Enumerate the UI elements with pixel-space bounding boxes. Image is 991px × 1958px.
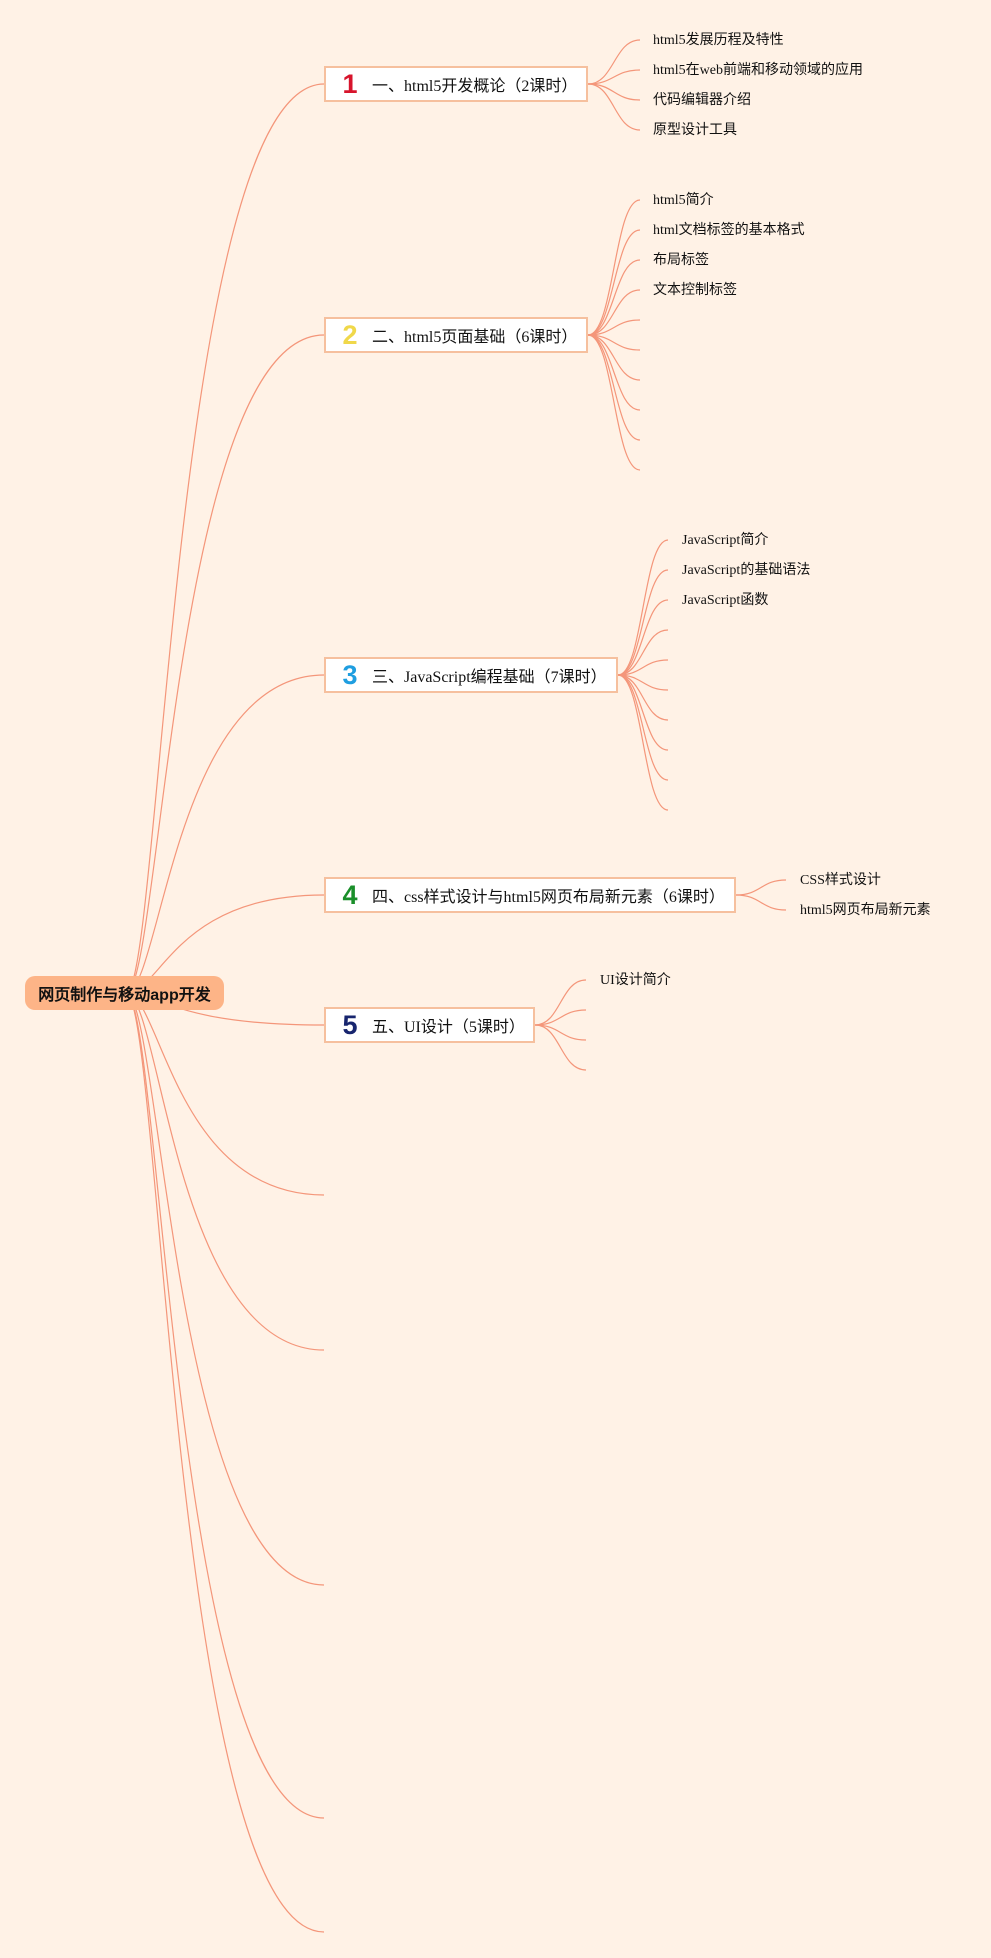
- link-root-empty-4: [125, 992, 325, 1819]
- leaf-5-1[interactable]: UI设计简介: [600, 973, 671, 988]
- topic-4[interactable]: 4 四、css样式设计与html5网页布局新元素（6课时）: [324, 877, 736, 913]
- link-topic-3-branch-10: [617, 674, 669, 811]
- leaf-3-2[interactable]: JavaScript的基础语法: [682, 563, 811, 578]
- link-topic-2-branch-4: [587, 289, 641, 336]
- leaf-2-1[interactable]: html5简介: [653, 193, 714, 208]
- topic-3-label: 三、JavaScript编程基础（7课时）: [372, 669, 607, 686]
- leaf-2-3[interactable]: 布局标签: [653, 253, 709, 268]
- link-topic-3-branch-7: [617, 674, 669, 721]
- link-topic-2-branch-5: [587, 319, 641, 336]
- topic-4-label: 四、css样式设计与html5网页布局新元素（6课时）: [372, 889, 725, 906]
- leaf-1-4[interactable]: 原型设计工具: [653, 123, 737, 138]
- leaf-2-4[interactable]: 文本控制标签: [653, 283, 737, 298]
- link-topic-5-branch-4: [534, 1024, 587, 1071]
- link-topic-2-branch-2: [587, 229, 641, 336]
- link-topic-1-leaf-1: [587, 39, 641, 85]
- leaf-4-2[interactable]: html5网页布局新元素: [800, 903, 931, 918]
- link-topic-1-leaf-2: [587, 69, 641, 85]
- link-topic-3-branch-2: [617, 569, 669, 676]
- number-badge-2: 2: [342, 319, 358, 350]
- link-topic-3-branch-9: [617, 674, 669, 781]
- root-node[interactable]: 网页制作与移动app开发: [25, 976, 224, 1010]
- link-topic-2-branch-9: [587, 334, 641, 441]
- link-topic-4-leaf-1: [735, 879, 787, 896]
- link-topic-5-branch-2: [534, 1009, 587, 1026]
- leaf-1-3[interactable]: 代码编辑器介绍: [653, 93, 751, 108]
- link-topic-3-branch-3: [617, 599, 669, 676]
- link-topic-5-branch-3: [534, 1024, 587, 1041]
- link-topic-2-branch-6: [587, 334, 641, 351]
- topic-3[interactable]: 3 三、JavaScript编程基础（7课时）: [324, 657, 618, 693]
- link-root-topic-2: [125, 334, 325, 994]
- link-root-topic-3: [125, 674, 325, 994]
- topic-2[interactable]: 2 二、html5页面基础（6课时）: [324, 317, 588, 353]
- topic-1-label: 一、html5开发概论（2课时）: [372, 78, 578, 95]
- link-topic-2-branch-8: [587, 334, 641, 411]
- topic-5-label: 五、UI设计（5课时）: [372, 1019, 525, 1036]
- link-topic-5-branch-1: [534, 979, 587, 1026]
- number-badge-3: 3: [342, 659, 358, 690]
- topic-1[interactable]: 1 一、html5开发概论（2课时）: [324, 66, 588, 102]
- number-badge-1: 1: [342, 68, 358, 99]
- link-topic-3-branch-4: [617, 629, 669, 676]
- root-label: 网页制作与移动app开发: [38, 987, 211, 1004]
- link-topic-1-leaf-4: [587, 83, 641, 131]
- leaf-2-2[interactable]: html文档标签的基本格式: [653, 223, 805, 238]
- link-topic-2-branch-3: [587, 259, 641, 336]
- link-topic-3-branch-1: [617, 539, 669, 676]
- link-root-empty-2: [125, 992, 325, 1351]
- link-topic-4-leaf-2: [735, 894, 787, 911]
- leaf-4-1[interactable]: CSS样式设计: [800, 873, 881, 888]
- leaf-1-1[interactable]: html5发展历程及特性: [653, 33, 784, 48]
- link-topic-1-leaf-3: [587, 83, 641, 101]
- leaf-3-1[interactable]: JavaScript简介: [682, 533, 769, 548]
- number-badge-4: 4: [342, 879, 358, 910]
- topic-5[interactable]: 5 五、UI设计（5课时）: [324, 1007, 535, 1043]
- link-topic-2-branch-1: [587, 199, 641, 336]
- link-topic-3-branch-6: [617, 674, 669, 691]
- link-topic-2-branch-7: [587, 334, 641, 381]
- leaf-3-3[interactable]: JavaScript函数: [682, 593, 769, 608]
- leaf-1-2[interactable]: html5在web前端和移动领域的应用: [653, 63, 863, 78]
- link-topic-2-branch-10: [587, 334, 641, 471]
- link-root-topic-1: [125, 83, 325, 994]
- number-badge-5: 5: [342, 1009, 358, 1040]
- topic-2-label: 二、html5页面基础（6课时）: [372, 329, 578, 346]
- link-root-empty-5: [125, 992, 325, 1933]
- link-topic-3-branch-8: [617, 674, 669, 751]
- link-topic-3-branch-5: [617, 659, 669, 676]
- link-root-empty-3: [125, 992, 325, 1586]
